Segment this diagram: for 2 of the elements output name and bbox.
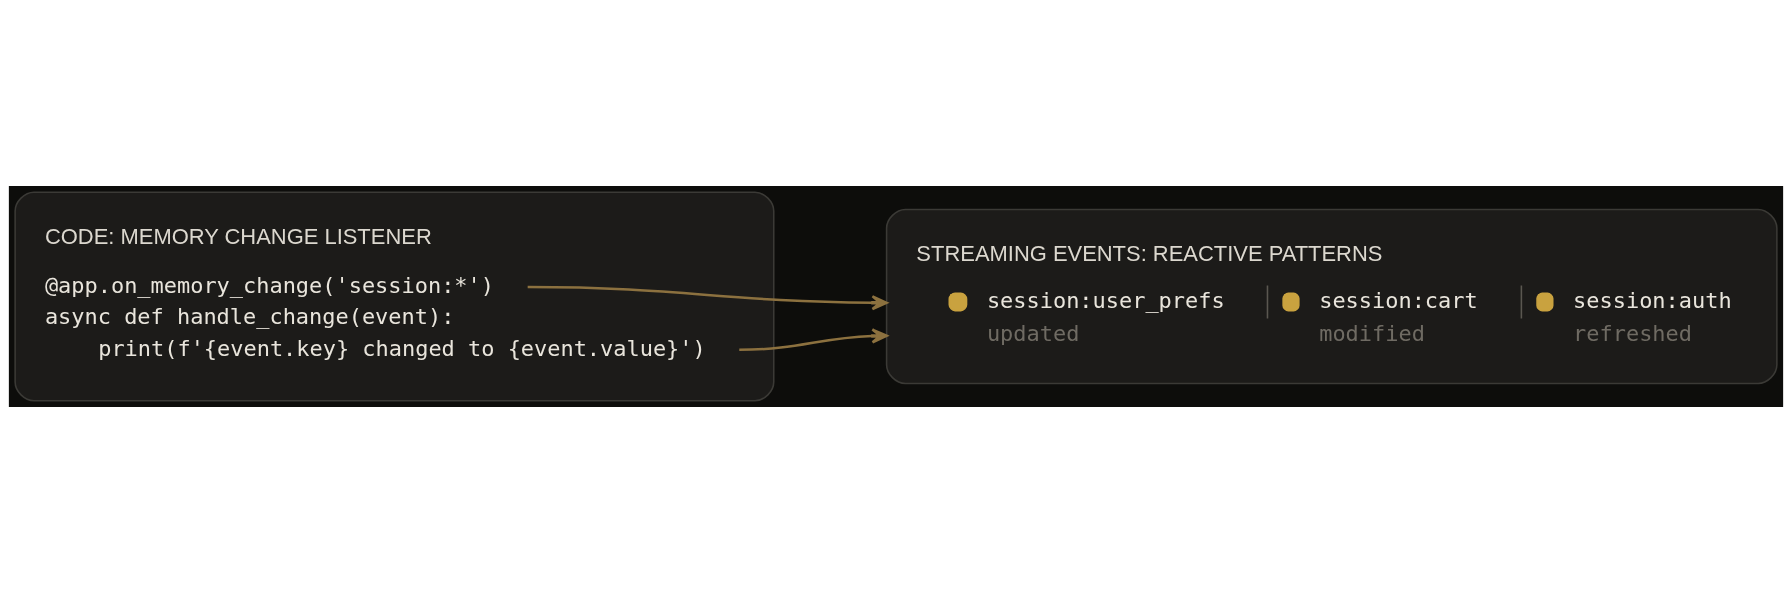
- arrow: [739, 327, 888, 351]
- arrow: [527, 285, 888, 310]
